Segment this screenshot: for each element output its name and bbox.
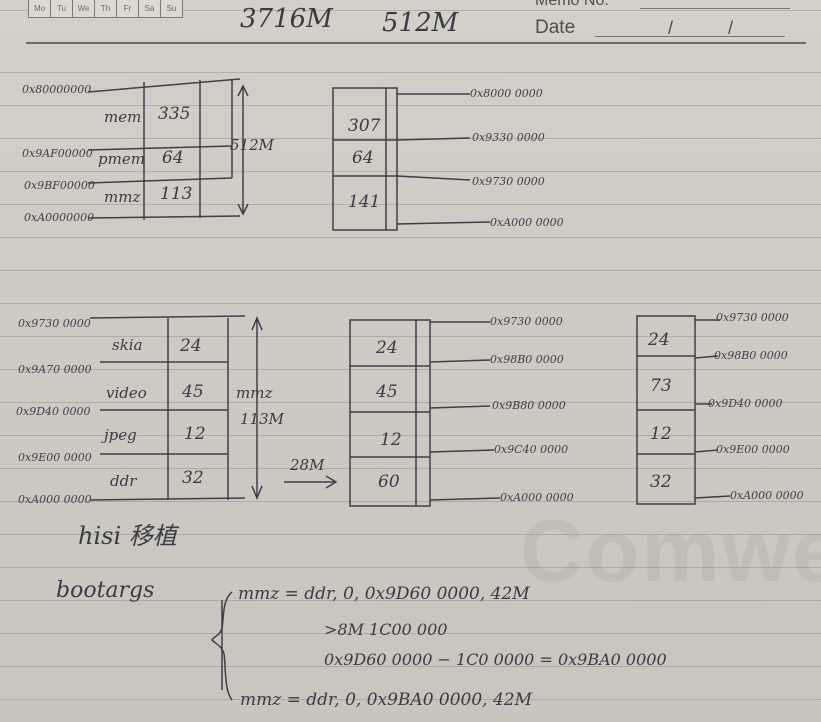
region-size: 307 bbox=[348, 116, 381, 136]
address-label: 0xA000 0000 bbox=[500, 491, 574, 504]
region-size-skia: 24 bbox=[180, 336, 202, 356]
region-label-jpeg: jpeg bbox=[104, 426, 137, 444]
address-label: 0x98B0 0000 bbox=[714, 349, 788, 362]
region-size-video: 45 bbox=[182, 382, 204, 402]
total-memory-note: 3716M bbox=[240, 4, 333, 34]
address-label: 0xA000 0000 bbox=[18, 493, 92, 506]
address-label: 0x9BF00000 bbox=[24, 179, 95, 192]
date-line bbox=[595, 36, 785, 37]
address-label: 0x9D40 0000 bbox=[16, 405, 91, 418]
region-label-skia: skia bbox=[112, 336, 143, 354]
bootargs-line: 0x9D60 0000 − 1C0 0000 = 0x9BA0 0000 bbox=[324, 650, 667, 669]
bootargs-label: bootargs bbox=[56, 578, 155, 603]
bootargs-line: mmz = ddr, 0, 0x9BA0 0000, 42M bbox=[240, 690, 533, 710]
mmz-size: 113M bbox=[240, 410, 284, 428]
hisi-port-title: hisi 移植 bbox=[78, 522, 177, 550]
region-size-jpeg: 12 bbox=[184, 424, 206, 444]
weekday-boxes: Mo Tu We Th Fr Sa Su bbox=[28, 0, 183, 18]
date-label: Date bbox=[535, 17, 576, 38]
region-size: 24 bbox=[648, 330, 670, 350]
address-label: 0x9730 0000 bbox=[18, 317, 91, 330]
region-size-pmem: 64 bbox=[162, 148, 184, 168]
region-size: 45 bbox=[376, 382, 398, 402]
memo-label: Memo No. bbox=[535, 0, 609, 9]
day-label: Su bbox=[166, 4, 177, 13]
bootargs-line: >8M 1C00 000 bbox=[324, 620, 448, 639]
address-label: 0x80000000 bbox=[22, 83, 92, 96]
paper-watermark: Comwell bbox=[520, 501, 821, 600]
day-label: Sa bbox=[139, 0, 161, 17]
region-size: 60 bbox=[378, 472, 400, 492]
region-size: 32 bbox=[650, 472, 672, 492]
region-size: 64 bbox=[352, 148, 374, 168]
region-size: 12 bbox=[380, 430, 402, 450]
memo-line bbox=[640, 8, 790, 9]
address-label: 0x9B80 0000 bbox=[492, 399, 566, 412]
address-label: 0x98B0 0000 bbox=[490, 353, 564, 366]
address-label: 0x9E00 0000 bbox=[716, 443, 790, 456]
region-label-mem: mem bbox=[104, 108, 142, 126]
region-size: 73 bbox=[650, 376, 672, 396]
address-label: 0x9AF00000 bbox=[22, 147, 93, 160]
address-label: 0x9730 0000 bbox=[716, 311, 789, 324]
day-label: We bbox=[73, 0, 95, 17]
day-label: Mo bbox=[29, 0, 51, 17]
address-label: 0x9730 0000 bbox=[472, 175, 545, 188]
date-separator: / bbox=[668, 18, 674, 38]
address-label: 0x8000 0000 bbox=[470, 87, 543, 100]
day-label: Th bbox=[95, 0, 117, 17]
ram-size-note: 512M bbox=[382, 8, 459, 38]
region-size: 12 bbox=[650, 424, 672, 444]
address-label: 0x9D40 0000 bbox=[708, 397, 783, 410]
bootargs-line: mmz = ddr, 0, 0x9D60 0000, 42M bbox=[238, 584, 530, 604]
region-size: 141 bbox=[348, 192, 381, 212]
region-label-ddr: ddr bbox=[110, 472, 137, 490]
region-size: 24 bbox=[376, 338, 398, 358]
region-size-ddr: 32 bbox=[182, 468, 204, 488]
date-separator: / bbox=[728, 18, 734, 38]
shift-amount-label: 28M bbox=[290, 456, 325, 474]
address-label: 0x9C40 0000 bbox=[494, 443, 569, 456]
region-size-mmz: 113 bbox=[160, 184, 193, 204]
region-label-pmem: pmem bbox=[98, 150, 145, 168]
region-label-video: video bbox=[106, 384, 147, 402]
address-label: 0x9E00 0000 bbox=[18, 451, 92, 464]
address-label: 0xA000 0000 bbox=[730, 489, 804, 502]
address-label: 0x9730 0000 bbox=[490, 315, 563, 328]
region-label-mmz: mmz bbox=[104, 188, 141, 206]
address-label: 0xA000 0000 bbox=[490, 216, 564, 229]
total-size-label: 512M bbox=[230, 136, 274, 154]
day-label: Fr bbox=[117, 0, 139, 17]
day-label: Tu bbox=[51, 0, 73, 17]
region-size-mem: 335 bbox=[158, 104, 191, 124]
mmz-label: mmz bbox=[236, 384, 273, 402]
address-label: 0x9330 0000 bbox=[472, 131, 545, 144]
address-label: 0x9A70 0000 bbox=[18, 363, 92, 376]
address-label: 0xA0000000 bbox=[24, 211, 95, 224]
header-rule bbox=[26, 42, 806, 44]
